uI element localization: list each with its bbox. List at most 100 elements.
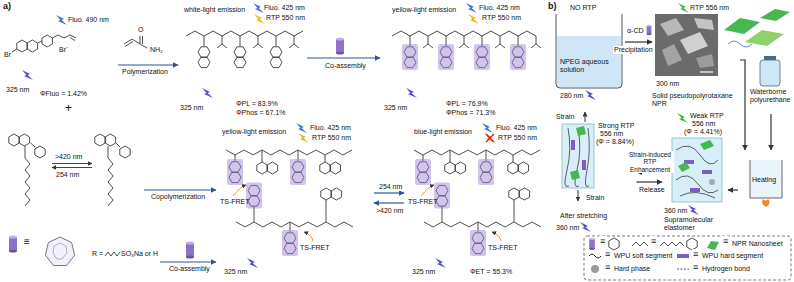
node-text: 325 nm (384, 104, 407, 112)
assembly-drawing-part (474, 44, 490, 70)
cyclodextrin-drawing-part (105, 252, 120, 256)
polymer-drawing-part (186, 31, 303, 36)
node-text: ΦPhos = 67.1% (236, 109, 285, 117)
flow-arrow (374, 202, 404, 203)
flow-arrow (307, 57, 380, 58)
node-text: (Φ = 4.41%) (684, 128, 722, 136)
node-text: Fluo. 425 nm (479, 4, 520, 12)
figure-label: NH₂ (149, 46, 164, 54)
node-text: 325 nm (224, 268, 247, 276)
elastomer-drawing-part (702, 170, 712, 174)
stretched-drawing-part (565, 128, 589, 187)
node-text: Fluo. 425 nm (310, 124, 351, 132)
node-text: Supramolecular elastomer (664, 216, 726, 232)
assembly-drawing-part (438, 44, 454, 70)
node-text: 300 nm (656, 80, 679, 88)
flow-arrow (636, 181, 662, 182)
node-text: Strong RTP (598, 122, 634, 130)
arrow-label: Release (638, 186, 666, 194)
co-assembly-cyclodextrin-part (186, 241, 194, 258)
polymer-drawing-part (276, 36, 277, 46)
acrylamide-drawing-part (132, 39, 140, 44)
acrylamide-drawing (124, 36, 147, 48)
legend-box (584, 236, 791, 280)
monomer-drawing-part (12, 49, 17, 52)
elastomer-drawing-part (672, 138, 722, 202)
sem-image-drawing-part (696, 54, 714, 68)
flow-arrow (740, 60, 745, 150)
node-text: Weak RTP (690, 112, 724, 120)
elastomer-drawing-part (690, 188, 700, 192)
assembly-drawing-part (510, 44, 526, 70)
stretched-drawing-part (576, 126, 586, 136)
legend-box-part (660, 242, 684, 246)
elastomer-drawing-part (709, 179, 715, 185)
node-text: NPEG aqueous solution (560, 58, 620, 74)
assembly-drawing-part (423, 36, 541, 48)
node-text: Strain (586, 194, 604, 202)
legend-box-part (589, 238, 595, 250)
node-text: Fluo. 425 nm (496, 124, 537, 132)
elastomer-drawing (672, 113, 722, 215)
figure-label: b) (547, 1, 558, 11)
legend-text: NPR Nanosheet (731, 240, 784, 248)
node-text: Waterborne polyurethane (750, 88, 792, 104)
figure-label: ≡ (604, 262, 611, 272)
cyclodextrin-drawing-part (45, 237, 74, 266)
legend-swatch-shape (707, 241, 719, 250)
node-text: 360 nm (664, 207, 687, 215)
legend-text: WPU soft segment (613, 252, 673, 260)
node-text: RTP 556 nm (690, 4, 729, 12)
polymer-drawing-part (240, 36, 241, 46)
legend-text: WPU hard segment (701, 252, 764, 260)
cyclodextrin-drawing (9, 235, 120, 265)
node-text: TS-FRET (300, 244, 330, 252)
monomer-drawing-part (22, 70, 33, 80)
arrow-label: Polymerization (121, 68, 169, 76)
sem-image: RTP 556 nm300 nmSolid pseudopolyrotaxane… (652, 4, 740, 110)
photoswitch-drawing-part (9, 134, 30, 146)
sem-image-drawing-part (655, 14, 718, 76)
node-text: 325 nm (180, 104, 203, 112)
node-text: TS-FRET (220, 198, 250, 206)
node-text: Heating (752, 176, 776, 184)
legend-box-part (632, 242, 648, 246)
node-text: SO₃Na or H (121, 250, 158, 258)
node-text: R = (92, 250, 103, 258)
node-text: 556 nm (692, 120, 715, 128)
polyurethane-bottle: Waterborne polyurethane (750, 56, 794, 114)
stretched-drawing-part (570, 170, 580, 180)
legend-swatch-shape (591, 265, 599, 273)
polyurethane-bottle-drawing (760, 56, 780, 86)
heating-beaker: Heating (738, 150, 792, 208)
acrylamide-drawing-part (142, 36, 143, 44)
node-text: (Φ = 8.84%) (596, 138, 634, 146)
copolymer-drawing-part (484, 133, 495, 143)
assembly-drawing-part (402, 44, 418, 70)
figure-label: ≡ (692, 262, 699, 272)
node-text: 360 nm (556, 224, 579, 232)
stretched-drawing-part (580, 222, 591, 232)
solution-beaker-drawing (556, 14, 651, 100)
solution-beaker-drawing-part (585, 90, 596, 100)
nanosheet-drawing-part (760, 9, 790, 21)
node-text: 254 nm (56, 171, 79, 179)
heating-beaker-drawing-part (762, 199, 770, 207)
node-text: 325 nm (412, 268, 435, 276)
figure-label: ≡ (604, 249, 611, 259)
node-text: RTP 550 nm (482, 14, 521, 22)
photoswitch-drawing-part (25, 146, 30, 206)
acrylamide-drawing-part (140, 36, 141, 44)
flow-arrow (160, 261, 216, 262)
legend-text: Hard phase (613, 265, 651, 273)
heating-beaker-drawing (750, 160, 782, 207)
figure-label: ≡ (722, 236, 729, 246)
photoswitch-drawing-part (116, 143, 120, 147)
figure-label: O (137, 26, 144, 34)
co-assembly-cyclodextrin-part (336, 37, 344, 54)
polymer-assembly: yellow-light emissionFluo. 425 nmRTP 550… (380, 4, 542, 120)
node-text: RTP 550 nm (312, 134, 351, 142)
acrylamide-drawing-part (140, 44, 147, 48)
photoswitch-drawing-part (108, 146, 113, 206)
